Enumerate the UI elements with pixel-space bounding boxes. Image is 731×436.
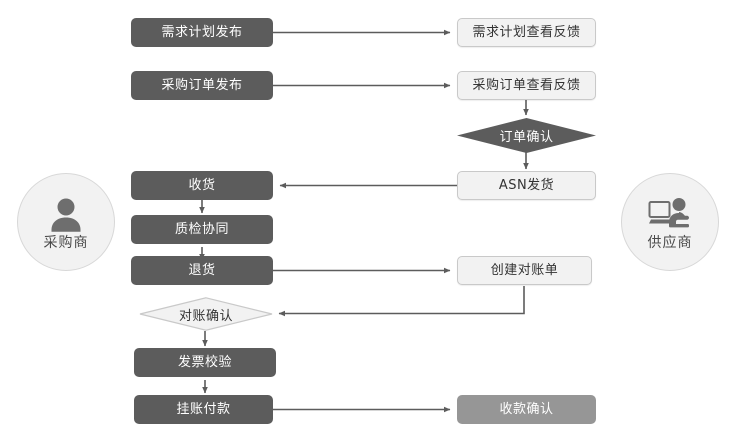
- actor-supplier-label: 供应商: [647, 234, 693, 251]
- node-asn-ship[interactable]: ASN发货: [457, 171, 596, 200]
- node-invoice-verify[interactable]: 发票校验: [134, 348, 276, 377]
- node-label: 订单确认: [499, 130, 554, 145]
- node-po-publish[interactable]: 采购订单发布: [131, 71, 273, 100]
- node-order-confirm[interactable]: 订单确认: [457, 118, 596, 153]
- node-create-statement[interactable]: 创建对账单: [457, 256, 592, 285]
- actor-buyer[interactable]: 采购商: [17, 173, 115, 271]
- node-po-feedback[interactable]: 采购订单查看反馈: [457, 71, 596, 100]
- node-return-goods[interactable]: 退货: [131, 256, 273, 285]
- node-label: 采购订单发布: [161, 78, 243, 93]
- node-demand-plan-publish[interactable]: 需求计划发布: [131, 18, 273, 47]
- node-label: 发票校验: [177, 355, 232, 370]
- node-label: 需求计划发布: [161, 25, 243, 40]
- node-statement-confirm[interactable]: 对账确认: [139, 297, 273, 331]
- person-icon: [51, 198, 81, 232]
- node-receipt-confirm[interactable]: 收款确认: [457, 395, 596, 424]
- person-at-computer-icon: [648, 197, 689, 227]
- node-label: 收款确认: [499, 402, 554, 417]
- node-quality-collab[interactable]: 质检协同: [131, 215, 273, 244]
- node-label: ASN发货: [498, 178, 555, 193]
- diamond-shape: [139, 297, 273, 331]
- actor-buyer-label: 采购商: [43, 234, 89, 251]
- node-label: 收货: [188, 178, 216, 193]
- node-label: 挂账付款: [176, 402, 231, 417]
- diamond-shape: [457, 118, 596, 153]
- edge-statement-to-confirm: [278, 286, 525, 317]
- node-label: 采购订单查看反馈: [472, 78, 581, 93]
- node-payment-post[interactable]: 挂账付款: [134, 395, 273, 424]
- node-label: 质检协同: [174, 222, 229, 237]
- actor-supplier[interactable]: 供应商: [621, 173, 719, 271]
- node-label: 需求计划查看反馈: [472, 25, 581, 40]
- node-receive-goods[interactable]: 收货: [131, 171, 273, 200]
- node-label: 创建对账单: [490, 263, 559, 278]
- node-label: 对账确认: [178, 308, 233, 324]
- node-label: 退货: [188, 263, 216, 278]
- node-demand-plan-feedback[interactable]: 需求计划查看反馈: [457, 18, 596, 47]
